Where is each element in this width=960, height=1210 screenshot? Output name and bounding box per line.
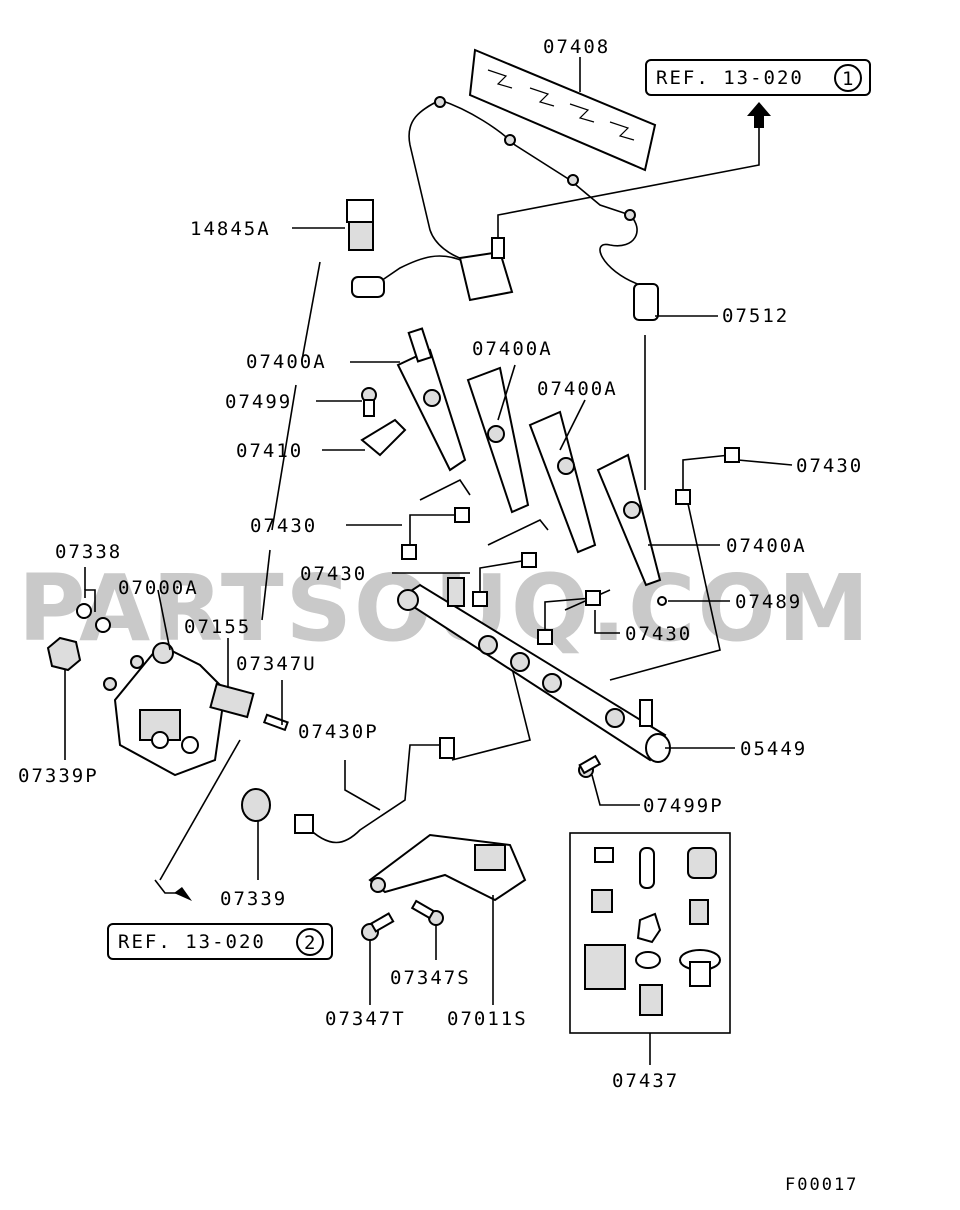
label-07339P: 07339P	[18, 765, 99, 787]
label-07512: 07512	[722, 305, 789, 327]
injector-2[interactable]	[466, 366, 530, 514]
collar-07339[interactable]	[241, 788, 271, 822]
ref-box-2[interactable]: REF. 13-020 2	[107, 923, 333, 960]
pipe-07430-3[interactable]	[537, 590, 601, 645]
label-07430-3: 07430	[625, 623, 692, 645]
label-14845A: 14845A	[190, 218, 271, 240]
label-07430-2: 07430	[300, 563, 367, 585]
injector-1[interactable]	[396, 327, 467, 472]
label-07408: 07408	[543, 36, 610, 58]
label-07400A-2: 07400A	[472, 338, 553, 360]
label-07400A-3: 07400A	[537, 378, 618, 400]
ref-arrow-1	[747, 102, 771, 128]
label-05449: 05449	[740, 738, 807, 760]
nut-07339P[interactable]	[46, 636, 82, 672]
bolt-07347T[interactable]	[361, 912, 395, 941]
ref-num-1: 1	[842, 68, 855, 90]
bolt-07347U[interactable]	[262, 713, 289, 732]
ref-arrowhead-2	[174, 887, 192, 901]
label-07339: 07339	[220, 888, 287, 910]
label-07400A-1: 07400A	[246, 351, 327, 373]
label-07400A-4: 07400A	[726, 535, 807, 557]
bolt-07347S[interactable]	[410, 899, 444, 926]
bolt-07499[interactable]	[361, 387, 377, 417]
harness-connector-right[interactable]	[633, 283, 659, 321]
label-07000A: 07000A	[118, 577, 199, 599]
fuel-pump-07000A[interactable]	[103, 642, 227, 777]
label-07347S: 07347S	[390, 967, 471, 989]
harness-connector-left[interactable]	[351, 276, 385, 298]
label-07430-4: 07430	[796, 455, 863, 477]
clip-kit-07408[interactable]	[468, 48, 657, 172]
sensor-14845A[interactable]	[346, 199, 374, 251]
ref-text-2: REF. 13-020	[118, 931, 266, 953]
injector-4[interactable]	[596, 453, 662, 587]
wiring-harness	[374, 96, 641, 286]
washers-07338[interactable]	[76, 603, 111, 633]
label-07011S: 07011S	[447, 1008, 528, 1030]
label-07338: 07338	[55, 541, 122, 563]
pipe-07430-1[interactable]	[401, 507, 470, 560]
valve-07155[interactable]	[209, 682, 255, 719]
label-07499P: 07499P	[643, 795, 724, 817]
o-ring-07489[interactable]	[657, 596, 667, 606]
bolt-07499P[interactable]	[578, 754, 602, 778]
kit-07437[interactable]	[569, 832, 731, 1034]
pipe-07430-4[interactable]	[675, 447, 740, 505]
ref-text-1: REF. 13-020	[656, 67, 804, 89]
label-07155: 07155	[184, 616, 251, 638]
label-07430-1: 07430	[250, 515, 317, 537]
figure-code: F00017	[785, 1175, 858, 1195]
injector-3[interactable]	[528, 410, 597, 554]
ref-num-2: 2	[304, 932, 317, 954]
bracket-07410[interactable]	[360, 418, 407, 457]
common-rail-05449[interactable]	[397, 577, 671, 763]
label-07410: 07410	[236, 440, 303, 462]
label-07489: 07489	[735, 591, 802, 613]
label-07437: 07437	[612, 1070, 679, 1092]
ref-box-1[interactable]: REF. 13-020 1	[645, 59, 871, 96]
label-07430P: 07430P	[298, 721, 379, 743]
label-07499: 07499	[225, 391, 292, 413]
pipe-07430P[interactable]	[294, 737, 455, 844]
ref-arrow-2	[154, 879, 180, 894]
bracket-07011S[interactable]	[368, 833, 527, 902]
label-07347T: 07347T	[325, 1008, 406, 1030]
harness-connector-center[interactable]	[458, 237, 514, 302]
label-07347U: 07347U	[236, 653, 317, 675]
pipe-07430-2[interactable]	[472, 552, 537, 607]
